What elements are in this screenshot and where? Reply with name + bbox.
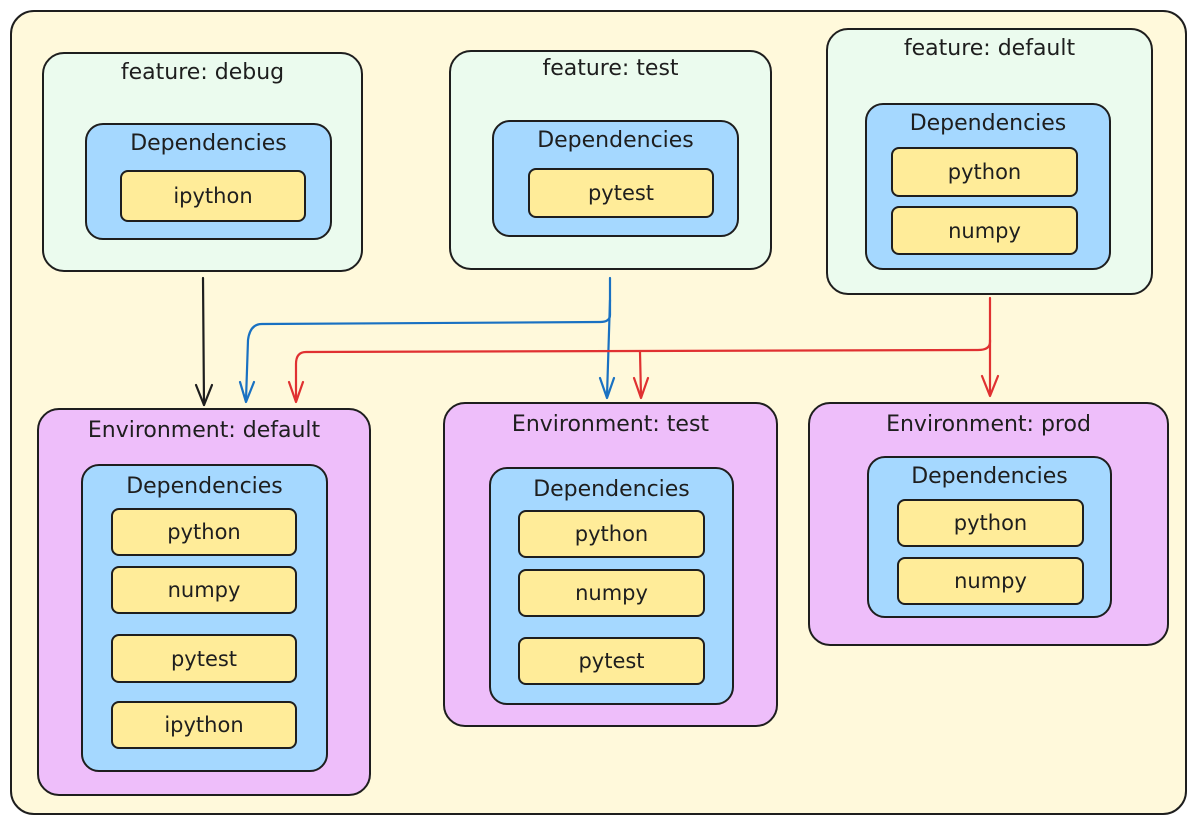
- dependencies-group: Dependencies python numpy pytest ipython: [81, 464, 328, 772]
- package-ipython: ipython: [120, 170, 306, 222]
- arrow-default-to-prod: [980, 338, 1000, 398]
- package-numpy: numpy: [891, 206, 1078, 255]
- dependencies-group: Dependencies ipython: [85, 123, 332, 240]
- feature-test: feature: test Dependencies pytest: [449, 50, 772, 270]
- feature-title: feature: test: [542, 56, 679, 81]
- arrow-debug-to-default: [194, 276, 214, 407]
- dependencies-label: Dependencies: [537, 128, 694, 153]
- package-numpy: numpy: [518, 569, 705, 617]
- dependencies-label: Dependencies: [533, 477, 690, 502]
- package-python: python: [891, 147, 1078, 197]
- feature-title: feature: debug: [120, 60, 285, 85]
- dependencies-label: Dependencies: [911, 464, 1068, 489]
- dependencies-label: Dependencies: [126, 474, 283, 499]
- feature-default: feature: default Dependencies python num…: [826, 28, 1153, 295]
- environment-prod: Environment: prod Dependencies python nu…: [808, 402, 1169, 646]
- environment-title: Environment: prod: [886, 412, 1091, 437]
- package-python: python: [897, 499, 1084, 547]
- package-ipython: ipython: [111, 701, 297, 749]
- environment-default: Environment: default Dependencies python…: [37, 408, 371, 796]
- package-numpy: numpy: [897, 557, 1084, 605]
- environment-test: Environment: test Dependencies python nu…: [443, 402, 778, 727]
- dependencies-group: Dependencies python numpy: [865, 103, 1111, 270]
- dependencies-group: Dependencies python numpy pytest: [489, 467, 734, 705]
- package-pytest: pytest: [518, 637, 705, 685]
- package-python: python: [111, 508, 297, 556]
- package-pytest: pytest: [528, 168, 714, 218]
- package-python: python: [518, 510, 705, 558]
- package-pytest: pytest: [111, 634, 297, 683]
- feature-debug: feature: debug Dependencies ipython: [42, 52, 363, 272]
- dependencies-label: Dependencies: [909, 111, 1067, 136]
- environment-title: Environment: test: [511, 412, 710, 437]
- arrow-default-to-test: [632, 350, 650, 400]
- dependencies-group: Dependencies pytest: [492, 120, 739, 237]
- arrow-default-to-default: [287, 296, 992, 404]
- package-numpy: numpy: [111, 566, 297, 614]
- dependencies-group: Dependencies python numpy: [867, 456, 1112, 618]
- arrow-test-to-test: [598, 298, 616, 400]
- environment-title: Environment: default: [87, 418, 321, 443]
- feature-title: feature: default: [903, 36, 1076, 61]
- dependencies-label: Dependencies: [130, 131, 287, 156]
